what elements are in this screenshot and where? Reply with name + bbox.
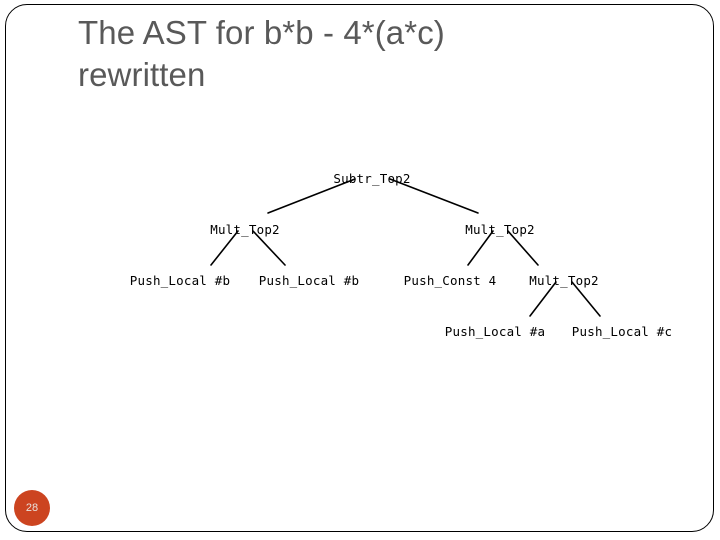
page-number-label: 28	[25, 502, 39, 514]
page-title: The AST for b*b - 4*(a*c) rewritten	[78, 14, 445, 93]
tree-node-r1: Mult_Top2	[465, 222, 535, 237]
tree-node-root: Subtr_Top2	[333, 171, 411, 186]
tree-node-r3b: Push_Local #c	[571, 324, 673, 339]
tree-node-r3a: Push_Local #a	[444, 324, 546, 339]
tree-node-r2b: Mult_Top2	[529, 273, 599, 288]
tree-edge-l1-l2a	[210, 230, 239, 266]
tree-edge-r1-r2b	[507, 230, 539, 266]
page-number-badge: 28	[14, 490, 50, 526]
tree-edge-r2b-r3b	[571, 281, 601, 317]
tree-edge-r1-r2a	[467, 230, 494, 266]
tree-edge-r2b-r3a	[529, 281, 557, 317]
tree-node-l1: Mult_Top2	[210, 222, 280, 237]
tree-node-r2a: Push_Const 4	[403, 273, 497, 288]
tree-edge-root-r1	[389, 178, 479, 214]
tree-edge-l1-l2b	[252, 230, 286, 266]
tree-edge-root-l1	[267, 178, 356, 214]
tree-node-l2b: Push_Local #b	[258, 273, 360, 288]
tree-node-l2a: Push_Local #b	[129, 273, 231, 288]
